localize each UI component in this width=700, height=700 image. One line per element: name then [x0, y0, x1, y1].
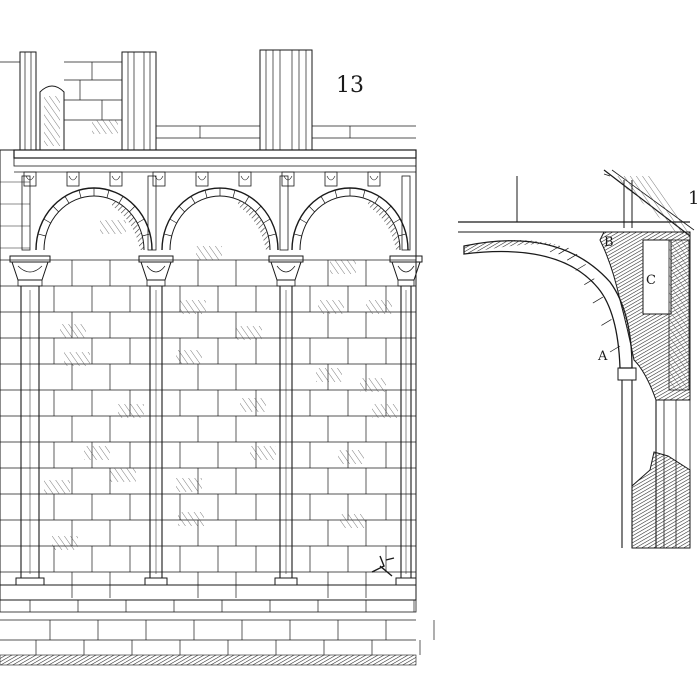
arcade-elevation: 13 — [0, 49, 435, 666]
mason-mark — [371, 555, 395, 577]
voussoirs — [163, 188, 277, 237]
upper-masonry — [0, 61, 416, 139]
label-c: C — [646, 273, 656, 288]
label-b: B — [604, 235, 614, 250]
plinth — [0, 584, 435, 666]
section-voussoirs — [549, 245, 621, 353]
upper-window-left — [19, 51, 65, 151]
figure-number-partial: 1 — [688, 188, 699, 209]
vault-mass — [599, 231, 691, 401]
arcade-arches — [35, 187, 409, 251]
voussoirs — [293, 188, 407, 237]
roof-timbers — [516, 169, 695, 237]
upper-window-right — [259, 49, 313, 151]
lower-wall-section — [631, 451, 691, 549]
upper-window-centre — [121, 51, 157, 151]
plinth-joints — [29, 600, 435, 655]
columns — [9, 175, 423, 586]
beam — [458, 221, 690, 233]
figure-number: 13 — [336, 73, 364, 98]
wall-masonry — [0, 149, 417, 601]
arch-3 — [291, 187, 409, 251]
arch-2 — [161, 187, 279, 251]
stone-texture — [44, 220, 398, 550]
voussoirs — [37, 188, 151, 237]
corbel-table — [23, 171, 381, 187]
cross-section: A B C 1 — [458, 169, 699, 549]
arch-1 — [35, 187, 153, 251]
label-a: A — [597, 349, 608, 364]
cornice-band — [13, 149, 417, 187]
masonry-courses — [0, 181, 416, 598]
